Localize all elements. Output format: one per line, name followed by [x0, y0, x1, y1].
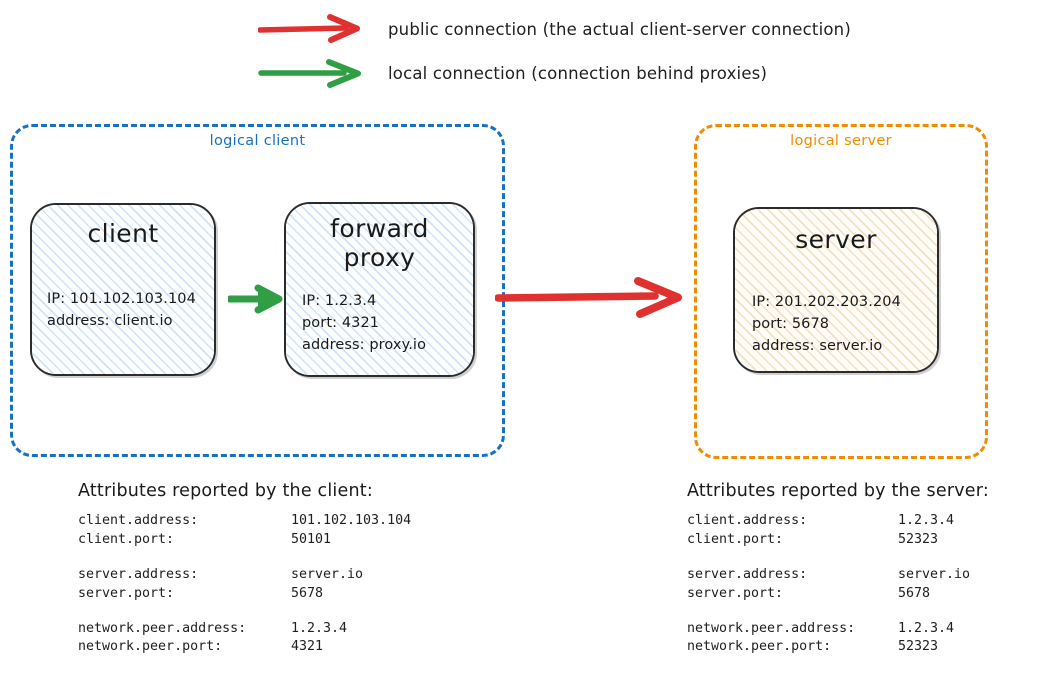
logical-client-container: logical client	[10, 124, 505, 457]
attribute-row: server.address: server.io	[687, 566, 989, 585]
attributes-client-group-server: server.address: server.io server.port: 5…	[78, 566, 411, 604]
client-prop-ip: IP: 101.102.103.104	[47, 291, 196, 307]
attribute-row: server.address: server.io	[78, 566, 411, 585]
attributes-client-heading: Attributes reported by the client:	[78, 481, 373, 501]
attribute-key: server.address:	[78, 566, 199, 582]
attributes-server-group-network-peer: network.peer.address: 1.2.3.4 network.pe…	[687, 620, 989, 658]
attribute-value: 52323	[898, 639, 939, 655]
legend-item-local-connection: local connection (connection behind prox…	[258, 58, 767, 88]
attributes-server-group-server: server.address: server.io server.port: 5…	[687, 566, 989, 604]
node-client-properties: IP: 101.102.103.104 address: client.io	[47, 288, 214, 332]
attribute-key: client.address:	[78, 513, 199, 528]
legend-label-public-connection: public connection (the actual client-ser…	[388, 19, 851, 39]
attribute-key: network.peer.port:	[78, 639, 223, 655]
attributes-client-group-client: client.address: 101.102.103.104 client.p…	[78, 512, 411, 550]
attribute-value: 5678	[898, 585, 931, 601]
connector-client-to-proxy-green-arrow-icon	[228, 284, 283, 314]
node-server-title: server	[795, 225, 877, 254]
attribute-value: 5678	[291, 585, 324, 601]
attribute-row: network.peer.address: 1.2.3.4	[687, 620, 989, 639]
attribute-value: server.io	[898, 566, 971, 582]
attribute-key: client.address:	[687, 513, 808, 528]
attribute-value: 50101	[291, 531, 332, 547]
attribute-value: 1.2.3.4	[898, 513, 955, 528]
client-hatch-fill	[32, 205, 214, 374]
attributes-server-group-client: client.address: 1.2.3.4 client.port: 523…	[687, 512, 989, 550]
node-client[interactable]: client IP: 101.102.103.104 address: clie…	[30, 203, 216, 376]
attribute-value: server.io	[291, 566, 364, 582]
attribute-row: client.address: 1.2.3.4	[687, 512, 989, 531]
legend-item-public-connection: public connection (the actual client-ser…	[258, 14, 851, 44]
connector-proxy-to-server-red-arrow-icon	[495, 277, 682, 318]
attributes-reported-by-client: Attributes reported by the client: clien…	[78, 481, 411, 657]
attribute-value: 1.2.3.4	[898, 620, 955, 636]
attribute-key: network.peer.address:	[687, 620, 856, 636]
proxy-prop-address: address: proxy.io	[302, 337, 427, 354]
attribute-value: 1.2.3.4	[291, 620, 348, 636]
logical-server-title: logical server	[790, 133, 892, 149]
node-server[interactable]: server IP: 201.202.203.204 port: 5678 ad…	[733, 207, 939, 373]
logical-client-title: logical client	[209, 133, 306, 149]
attribute-row: server.port: 5678	[78, 585, 411, 604]
logical-server-container: logical server	[694, 124, 988, 459]
forward-proxy-hatch-fill	[286, 204, 473, 375]
attributes-reported-by-server: Attributes reported by the server: clien…	[687, 481, 989, 657]
proxy-prop-port: port: 4321	[302, 315, 380, 332]
node-forward-proxy-properties: IP: 1.2.3.4 port: 4321 address: proxy.io	[302, 290, 473, 356]
attribute-row: network.peer.address: 1.2.3.4	[78, 620, 411, 639]
attributes-client-group-network-peer: network.peer.address: 1.2.3.4 network.pe…	[78, 620, 411, 658]
attribute-key: server.port:	[687, 585, 784, 601]
attribute-key: network.peer.address:	[78, 620, 247, 636]
server-hatch-fill	[735, 209, 937, 371]
server-prop-port: port: 5678	[752, 316, 830, 333]
server-prop-address: address: server.io	[752, 338, 883, 355]
server-prop-ip: IP: 201.202.203.204	[752, 294, 901, 310]
attribute-key: server.address:	[687, 566, 808, 582]
legend-label-local-connection: local connection (connection behind prox…	[388, 63, 768, 83]
attribute-key: client.port:	[78, 531, 175, 547]
green-arrow-icon	[258, 59, 361, 88]
attribute-key: network.peer.port:	[687, 639, 832, 655]
red-arrow-icon	[258, 14, 360, 43]
attributes-server-heading: Attributes reported by the server:	[687, 481, 989, 501]
node-forward-proxy[interactable]: forward proxy IP: 1.2.3.4 port: 4321 add…	[284, 202, 475, 377]
node-server-properties: IP: 201.202.203.204 port: 5678 address: …	[752, 291, 937, 357]
attribute-row: client.port: 52323	[687, 531, 989, 550]
client-prop-address: address: client.io	[47, 313, 173, 330]
node-client-title: client	[87, 219, 159, 248]
attribute-value: 4321	[291, 639, 324, 655]
attribute-key: client.port:	[687, 531, 784, 547]
attribute-row: network.peer.port: 52323	[687, 638, 989, 657]
attribute-key: server.port:	[78, 585, 175, 601]
proxy-prop-ip: IP: 1.2.3.4	[302, 293, 377, 309]
attribute-row: client.address: 101.102.103.104	[78, 512, 411, 531]
node-forward-proxy-title: forward proxy	[330, 214, 429, 272]
attribute-value: 52323	[898, 531, 939, 547]
attribute-value: 101.102.103.104	[291, 513, 412, 528]
attribute-row: client.port: 50101	[78, 531, 411, 550]
attribute-row: network.peer.port: 4321	[78, 638, 411, 657]
attribute-row: server.port: 5678	[687, 585, 989, 604]
